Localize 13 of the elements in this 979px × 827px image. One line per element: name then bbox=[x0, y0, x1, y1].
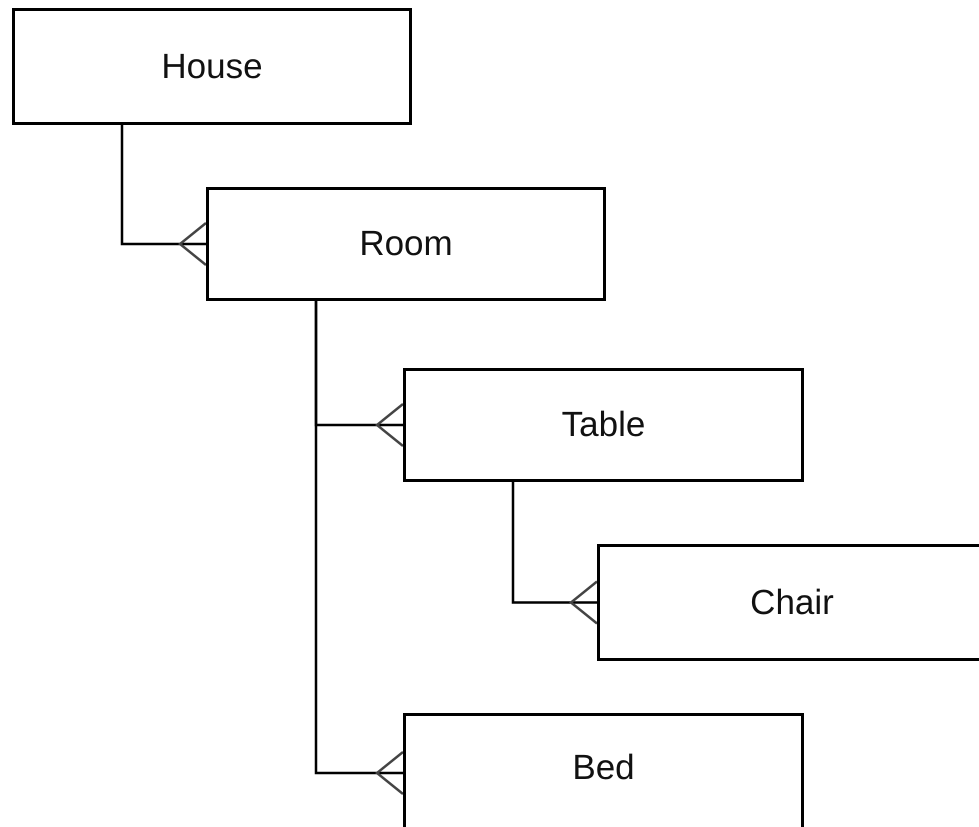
entity-name: Table bbox=[562, 405, 646, 445]
entity-box bbox=[12, 8, 412, 125]
relationship-line bbox=[512, 482, 598, 625]
entity-name: House bbox=[161, 46, 263, 86]
relationship-line bbox=[120, 125, 208, 266]
entity-box bbox=[403, 368, 804, 482]
relationship-line bbox=[314, 301, 404, 796]
entity-name: Chair bbox=[750, 582, 834, 622]
entity-box bbox=[597, 544, 979, 661]
entity-box bbox=[403, 713, 804, 827]
entity-name: Bed bbox=[572, 748, 635, 788]
entity-box bbox=[206, 187, 606, 301]
entity-name: Room bbox=[359, 224, 453, 264]
